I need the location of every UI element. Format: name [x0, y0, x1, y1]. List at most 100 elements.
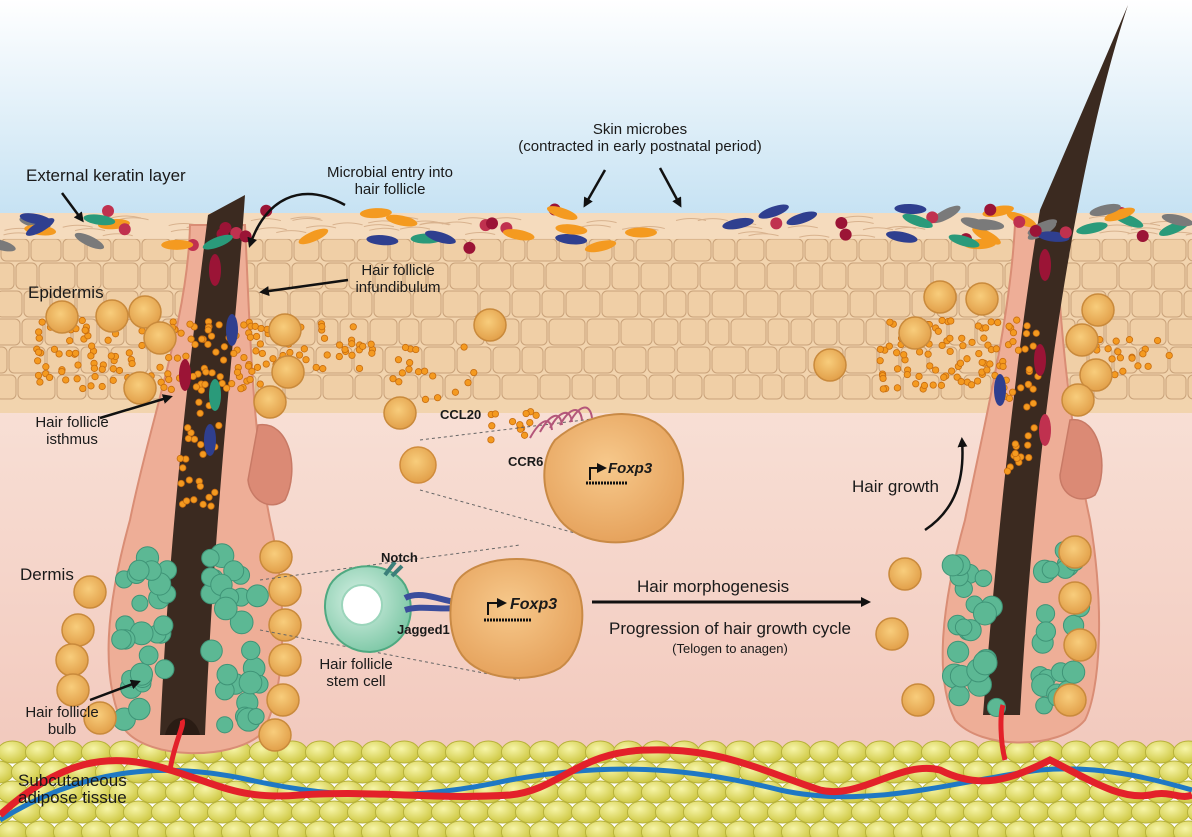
epidermis-cell: [699, 262, 736, 290]
epidermis-cell: [23, 290, 51, 318]
keratin-fiber: [118, 217, 149, 221]
adipose-cell: [976, 820, 1008, 837]
adipose-cell: [584, 780, 616, 804]
epidermis-cell: [1169, 346, 1192, 374]
adipose-cell: [304, 740, 336, 764]
keratin-fiber: [1099, 230, 1130, 234]
adipose-cell: [850, 800, 882, 824]
adipose-cell: [948, 820, 980, 837]
chemokine-dot: [258, 349, 266, 358]
chemokine-dot: [876, 345, 884, 353]
epidermis-cells: [0, 238, 1192, 400]
epidermis-cell: [521, 346, 544, 374]
chemokine-dot: [190, 435, 199, 443]
microbial-entry-line2: hair follicle: [354, 181, 426, 198]
chemokine-dot: [335, 341, 344, 349]
treg-cell: [1063, 628, 1097, 662]
adipose-cell: [136, 780, 168, 804]
adipose-cell: [696, 820, 728, 837]
epidermis-cell: [674, 374, 703, 400]
adipose-cell: [1060, 820, 1092, 837]
follicle-stem-cell: [223, 560, 245, 582]
adipose-cell: [262, 760, 294, 784]
keratin-fiber: [697, 218, 728, 222]
chemokine-dot: [958, 334, 966, 342]
subcutaneous-label: Subcutaneous adipose tissue: [18, 772, 127, 806]
chemokine-dot: [915, 372, 923, 380]
chemokine-dot: [916, 348, 924, 356]
keratin-fiber: [586, 220, 617, 224]
ccr6-treg-zoom: [399, 406, 685, 544]
treg-cell: [123, 371, 157, 405]
follicle-microbe: [226, 314, 238, 346]
epidermis-cell: [1183, 290, 1192, 318]
epidermis-cell: [653, 318, 679, 346]
chemokine-dot: [947, 317, 955, 325]
chemokine-dot: [885, 342, 893, 350]
chemokine-dot: [1017, 384, 1025, 392]
adipose-cell: [458, 760, 490, 784]
chemokine-dot: [987, 318, 995, 326]
microbe: [835, 216, 848, 229]
follicle-stem-cell: [1061, 660, 1086, 684]
microbe: [83, 214, 116, 226]
chemokine-dot: [406, 359, 414, 367]
chemokine-dot: [973, 377, 982, 385]
adipose-cell: [906, 800, 938, 824]
chemokine-dot: [199, 450, 207, 458]
chemokine-dot: [924, 350, 932, 358]
chemokine-dot: [286, 348, 294, 357]
right-sebaceous-gland: [1059, 419, 1103, 500]
treg-cell: [1081, 293, 1115, 327]
chemokine-dot: [125, 349, 133, 357]
epidermis-cell: [1131, 290, 1161, 318]
epidermis-cell: [501, 374, 539, 400]
chemokine-dot: [218, 379, 226, 388]
chemokine-dot: [35, 328, 43, 336]
epidermis-cell: [703, 374, 734, 400]
microbe: [74, 232, 105, 250]
chemokine-dot: [1165, 351, 1173, 360]
epidermis-cell: [1187, 374, 1192, 400]
adipose-cell: [234, 800, 266, 824]
chemokine-dot: [183, 497, 191, 505]
microbe: [624, 227, 657, 238]
chemokine-dot: [230, 349, 238, 358]
epidermis-cell: [779, 290, 812, 318]
epidermis-cell: [665, 290, 687, 318]
adipose-cell: [290, 800, 322, 824]
follicle-stem-cell: [131, 594, 149, 612]
chemokine-dot: [348, 340, 356, 348]
chemokine-dot: [429, 372, 437, 380]
epidermis-cell: [734, 374, 761, 400]
epidermis-cell: [673, 238, 712, 262]
chemokine-dot: [368, 349, 376, 357]
adipose-cell: [0, 820, 28, 837]
microbe: [0, 238, 16, 252]
chemokine-dot: [35, 334, 43, 342]
chemokine-dot: [34, 371, 43, 380]
adipose-cell: [164, 820, 196, 837]
chemokine-dot: [251, 322, 259, 330]
adipose-cell: [682, 800, 714, 824]
epidermis-cell: [139, 262, 169, 290]
epidermis-cell: [512, 262, 545, 290]
chemokine-dot: [1029, 399, 1037, 407]
chemokine-dot: [237, 385, 245, 393]
chemokine-dot: [72, 349, 80, 357]
epidermis-cell: [539, 374, 571, 400]
chemokine-dot: [1003, 467, 1012, 475]
keratin-fiber: [305, 225, 337, 229]
epidermis-cell: [548, 318, 586, 346]
chemokine-dot: [421, 395, 430, 403]
right-hair-shaft: [983, 5, 1128, 715]
chemokine-dot: [176, 454, 184, 463]
chemokine-dot: [115, 366, 124, 375]
epidermis-cell: [0, 374, 17, 400]
epidermis-cell: [544, 346, 583, 374]
infundibulum-line1: Hair follicle: [361, 262, 435, 279]
chemokine-dot: [932, 366, 940, 374]
chemokine-dot: [1005, 322, 1013, 330]
adipose-cell: [332, 740, 364, 764]
